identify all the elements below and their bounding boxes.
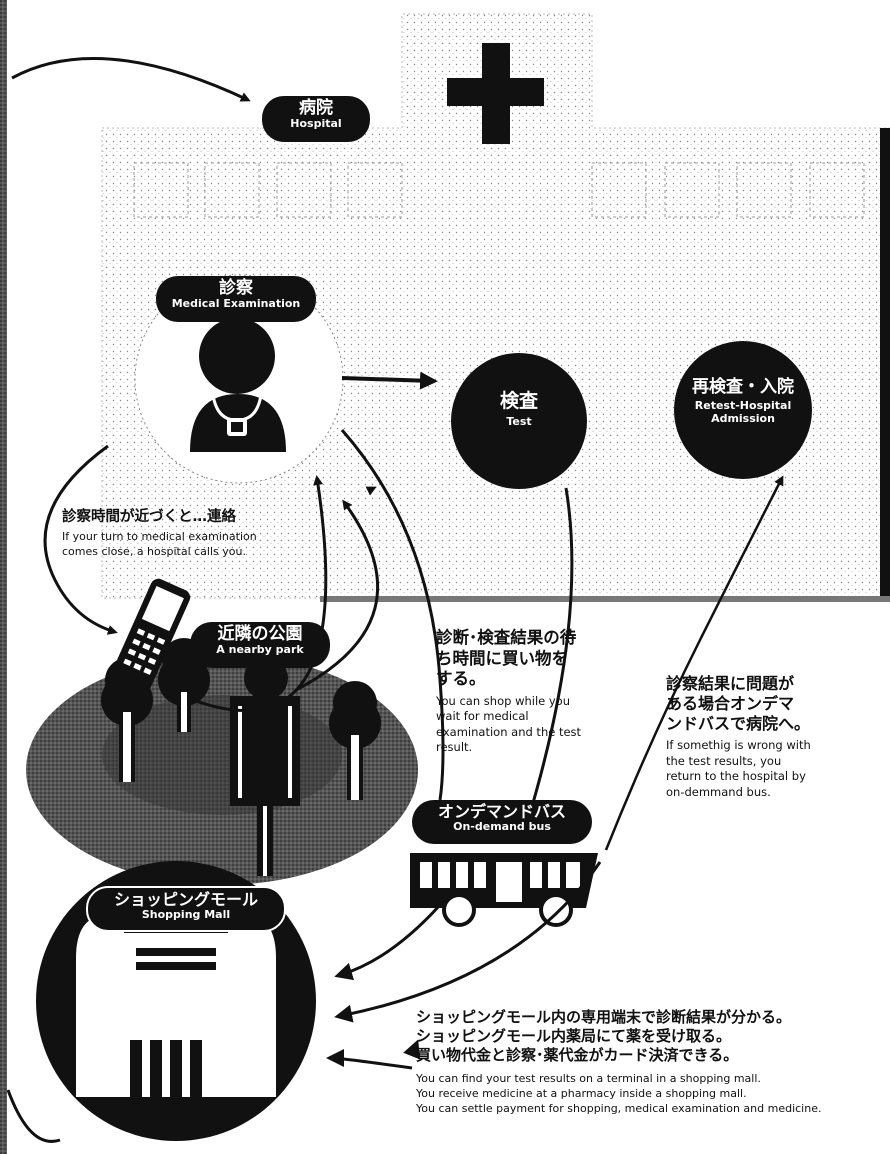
test-label: 検査 Test	[451, 386, 587, 428]
mobile-phone-icon	[108, 578, 191, 701]
park-label-jp: 近隣の公園	[217, 624, 303, 644]
problem-note-en-line: return to the hospital by	[666, 769, 806, 784]
retest-label-en-1: Retest-Hospital	[694, 399, 792, 412]
hospital-label: 病院 Hospital	[262, 96, 370, 142]
call-note-jp: 診察時間が近づくと…連絡	[62, 509, 236, 525]
mall-label-en: Shopping Mall	[141, 907, 231, 921]
shop-wait-note-jp-line: ち時間に買い物を	[436, 648, 568, 668]
shop-wait-note-en: You can shop while you wait for medical …	[436, 694, 581, 756]
problem-note-jp-line: ンドバスで病院へ。	[666, 714, 811, 733]
problem-note-jp-line: 診察結果に問題が	[666, 674, 795, 693]
retest-circle	[674, 341, 812, 479]
mall-note-jp-line: ショッピングモール内薬局にて薬を受け取る。	[416, 1026, 732, 1045]
mall-label: ショッピングモール Shopping Mall	[86, 886, 286, 932]
shop-wait-note-en-line: wait for medical	[436, 709, 529, 724]
problem-note-en-line: on-demmand bus.	[666, 784, 771, 799]
left-edge-strip	[0, 0, 7, 1154]
test-circle	[451, 353, 587, 489]
mall-note-jp-line: 買い物代金と診察･薬代金がカード決済できる。	[416, 1045, 739, 1064]
shop-wait-note: 診断･検査結果の待 ち時間に買い物を する。 You can shop whil…	[436, 628, 581, 756]
bus-label-jp: オンデマンドバス	[437, 802, 566, 821]
problem-note: 診察結果に問題が ある場合オンデマ ンドバスで病院へ。 If somethig …	[666, 674, 811, 800]
mall-note-en: You can find your test results on a term…	[416, 1072, 821, 1117]
test-label-jp: 検査	[499, 390, 538, 412]
mall-note-en-line: You can find your test results on a term…	[416, 1072, 761, 1086]
shop-wait-note-en-line: examination and the test	[436, 724, 582, 739]
problem-note-jp-line: ある場合オンデマ	[666, 694, 795, 713]
park-illustration	[26, 638, 418, 885]
flow-arrows	[6, 57, 784, 1143]
retest-label: 再検査・入院 Retest-Hospital Admission	[674, 372, 812, 425]
mall-note: ショッピングモール内の専用端末で診断結果が分かる。 ショッピングモール内薬局にて…	[416, 1008, 821, 1117]
problem-note-en-line: If somethig is wrong with	[666, 738, 811, 752]
call-note-en: If your turn to medical examination come…	[62, 530, 257, 560]
problem-note-en-line: the test results, you	[666, 753, 782, 768]
retest-label-en-2: Admission	[711, 412, 775, 425]
hospital-label-en: Hospital	[290, 116, 342, 130]
bus-icon	[410, 853, 598, 927]
shop-wait-note-en-line: result.	[436, 740, 473, 755]
medical-exam-label-jp: 診察	[219, 278, 253, 298]
call-note-en-line: If your turn to medical examination	[62, 530, 257, 544]
shop-wait-note-jp: 診断･検査結果の待 ち時間に買い物を する。	[436, 628, 581, 690]
test-label-en: Test	[506, 415, 532, 428]
hospital-label-jp: 病院	[299, 98, 333, 118]
bus-label-en: On-demand bus	[453, 819, 551, 833]
mall-note-en-line: You can settle payment for shopping, med…	[416, 1101, 822, 1115]
doctor-icon	[190, 318, 286, 452]
medical-exam-label-en: Medical Examination	[171, 296, 301, 310]
shop-wait-note-jp-line: する。	[436, 669, 486, 689]
problem-note-jp: 診察結果に問題が ある場合オンデマ ンドバスで病院へ。	[666, 674, 811, 734]
mall-label-jp: ショッピングモール	[113, 890, 258, 909]
mall-note-jp: ショッピングモール内の専用端末で診断結果が分かる。 ショッピングモール内薬局にて…	[416, 1008, 821, 1064]
hospital-cross-icon	[447, 43, 544, 144]
medical-exam-label: 診察 Medical Examination	[156, 276, 316, 322]
park-label-en: A nearby park	[216, 642, 304, 656]
problem-note-en: If somethig is wrong with the test resul…	[666, 738, 811, 800]
park-label: 近隣の公園 A nearby park	[190, 622, 330, 668]
call-note-en-line: comes close, a hospital calls you.	[62, 544, 246, 558]
mall-note-en-line: You receive medicine at a pharmacy insid…	[416, 1087, 747, 1101]
mall-note-jp-line: ショッピングモール内の専用端末で診断結果が分かる。	[416, 1008, 792, 1026]
shop-wait-note-en-line: You can shop while you	[436, 693, 571, 708]
retest-label-jp: 再検査・入院	[692, 377, 794, 397]
shop-wait-note-jp-line: 診断･検査結果の待	[436, 628, 577, 647]
bus-label: オンデマンドバス On-demand bus	[412, 800, 592, 844]
call-note: 診察時間が近づくと…連絡 If your turn to medical exa…	[62, 508, 257, 560]
